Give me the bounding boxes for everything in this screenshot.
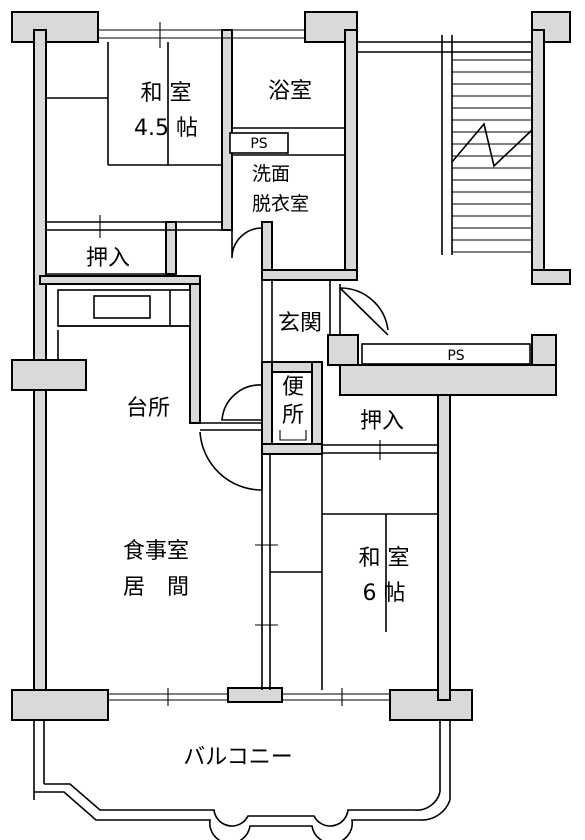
toilet-label-2: 所 [282, 403, 304, 428]
washitsu-small-label-2: 4.5 帖 [134, 116, 198, 141]
stair-treads [451, 59, 533, 253]
balcony-label: バルコニー [183, 745, 293, 770]
washroom-label-2: 脱衣室 [252, 193, 309, 215]
balcony-outline [33, 720, 451, 840]
entrance-label: 玄関 [278, 311, 322, 336]
door-swings [199, 227, 389, 491]
washitsu-large-label-1: 和 室 [359, 546, 410, 571]
closet-lower-label: 押入 [360, 409, 404, 434]
outer-walls [11, 11, 571, 721]
ps-lower-label: PS [447, 348, 464, 364]
living-label-2: 居 間 [123, 575, 189, 600]
toilet-label-1: 便 [282, 375, 304, 400]
kitchen-label: 台所 [126, 396, 170, 421]
ps-upper-label: PS [250, 136, 267, 152]
partitions [46, 22, 533, 706]
living-label-1: 食事室 [123, 539, 189, 564]
closet-upper-label: 押入 [86, 246, 130, 271]
washitsu-large-label-2: 6 帖 [363, 581, 406, 606]
bath-label: 浴室 [268, 79, 312, 104]
washitsu-small-label-1: 和 室 [141, 81, 192, 106]
washroom-label-1: 洗面 [252, 163, 290, 185]
